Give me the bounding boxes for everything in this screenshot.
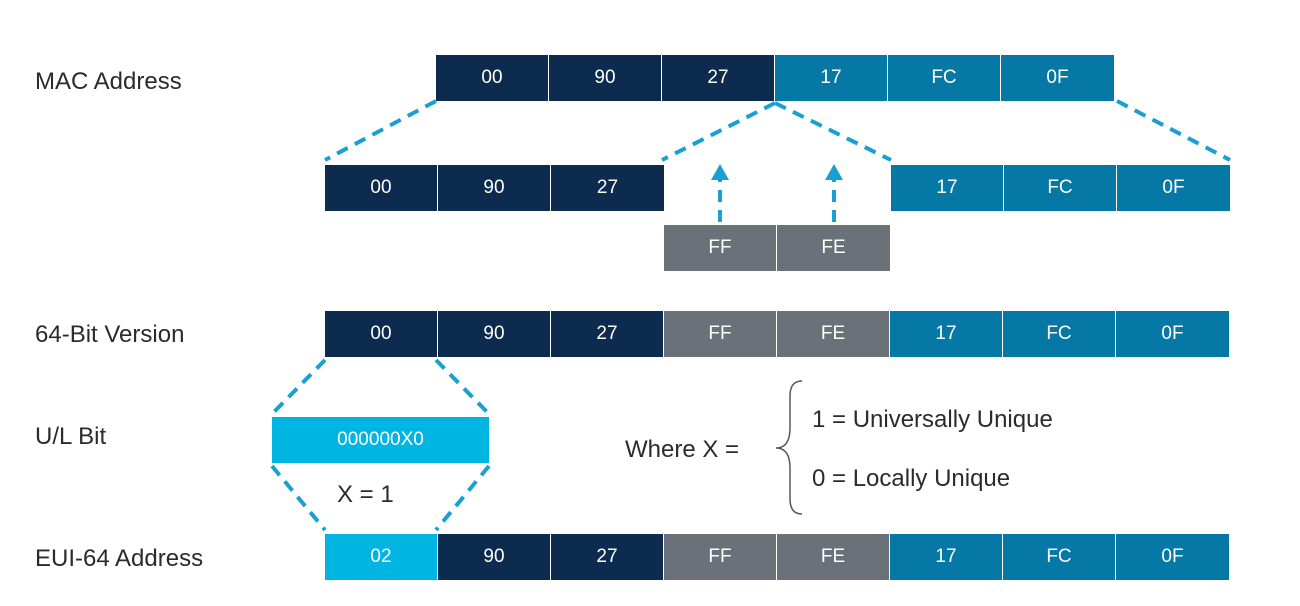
eui-byte: 27 [551, 534, 664, 580]
label-64bit-version: 64-Bit Version [35, 321, 185, 348]
v64-byte: FC [1003, 311, 1116, 357]
ul-bit-binary: 000000X0 [272, 417, 489, 463]
ul-dash-line [434, 464, 491, 532]
x-equals-value: X = 1 [337, 481, 394, 508]
mac-byte: 0F [1001, 55, 1114, 101]
eui-byte: 0F [1116, 534, 1229, 580]
oui-byte: 90 [438, 165, 551, 211]
v64-byte: 00 [325, 311, 438, 357]
oui-half-row: 00 90 27 [325, 165, 664, 211]
ul-dash-line [270, 358, 327, 416]
arrow-up-icon [825, 164, 843, 180]
mac-address-row: 00 90 27 17 FC 0F [436, 55, 1114, 101]
nic-byte: 17 [891, 165, 1004, 211]
ul-dash-line [434, 358, 491, 416]
insert-byte: FE [777, 225, 890, 271]
split-dash-line [1116, 99, 1231, 162]
v64-row: 00 90 27 FF FE 17 FC 0F [325, 311, 1229, 357]
nic-byte: 0F [1117, 165, 1230, 211]
locally-unique-option: 0 = Locally Unique [812, 465, 1011, 492]
nic-byte: FC [1004, 165, 1117, 211]
universally-unique-option: 1 = Universally Unique [812, 406, 1053, 433]
v64-byte: 90 [438, 311, 551, 357]
mac-byte: FC [888, 55, 1001, 101]
v64-byte: FE [777, 311, 890, 357]
mac-byte: 17 [775, 55, 888, 101]
eui-byte: 90 [438, 534, 551, 580]
eui-byte: 02 [325, 534, 438, 580]
curly-brace-icon [775, 380, 803, 515]
mac-byte: 27 [662, 55, 775, 101]
arrow-up-icon [711, 164, 729, 180]
v64-byte: 17 [890, 311, 1003, 357]
nic-half-row: 17 FC 0F [891, 165, 1230, 211]
insert-byte: FF [664, 225, 777, 271]
split-dash-line [774, 101, 892, 162]
fffe-insert-row: FF FE [664, 225, 890, 271]
where-x-label: Where X = [625, 436, 740, 463]
label-mac-address: MAC Address [35, 68, 182, 95]
v64-byte: 27 [551, 311, 664, 357]
eui64-row: 02 90 27 FF FE 17 FC 0F [325, 534, 1229, 580]
oui-byte: 27 [551, 165, 664, 211]
eui-byte: FF [664, 534, 777, 580]
mac-byte: 00 [436, 55, 549, 101]
v64-byte: 0F [1116, 311, 1229, 357]
split-dash-line [661, 101, 776, 162]
label-eui64-address: EUI-64 Address [35, 545, 204, 572]
oui-byte: 00 [325, 165, 438, 211]
split-dash-line [324, 99, 437, 162]
eui-byte: FE [777, 534, 890, 580]
ul-dash-line [270, 464, 327, 532]
label-ul-bit: U/L Bit [35, 423, 107, 450]
v64-byte: FF [664, 311, 777, 357]
eui-byte: FC [1003, 534, 1116, 580]
mac-byte: 90 [549, 55, 662, 101]
eui-byte: 17 [890, 534, 1003, 580]
